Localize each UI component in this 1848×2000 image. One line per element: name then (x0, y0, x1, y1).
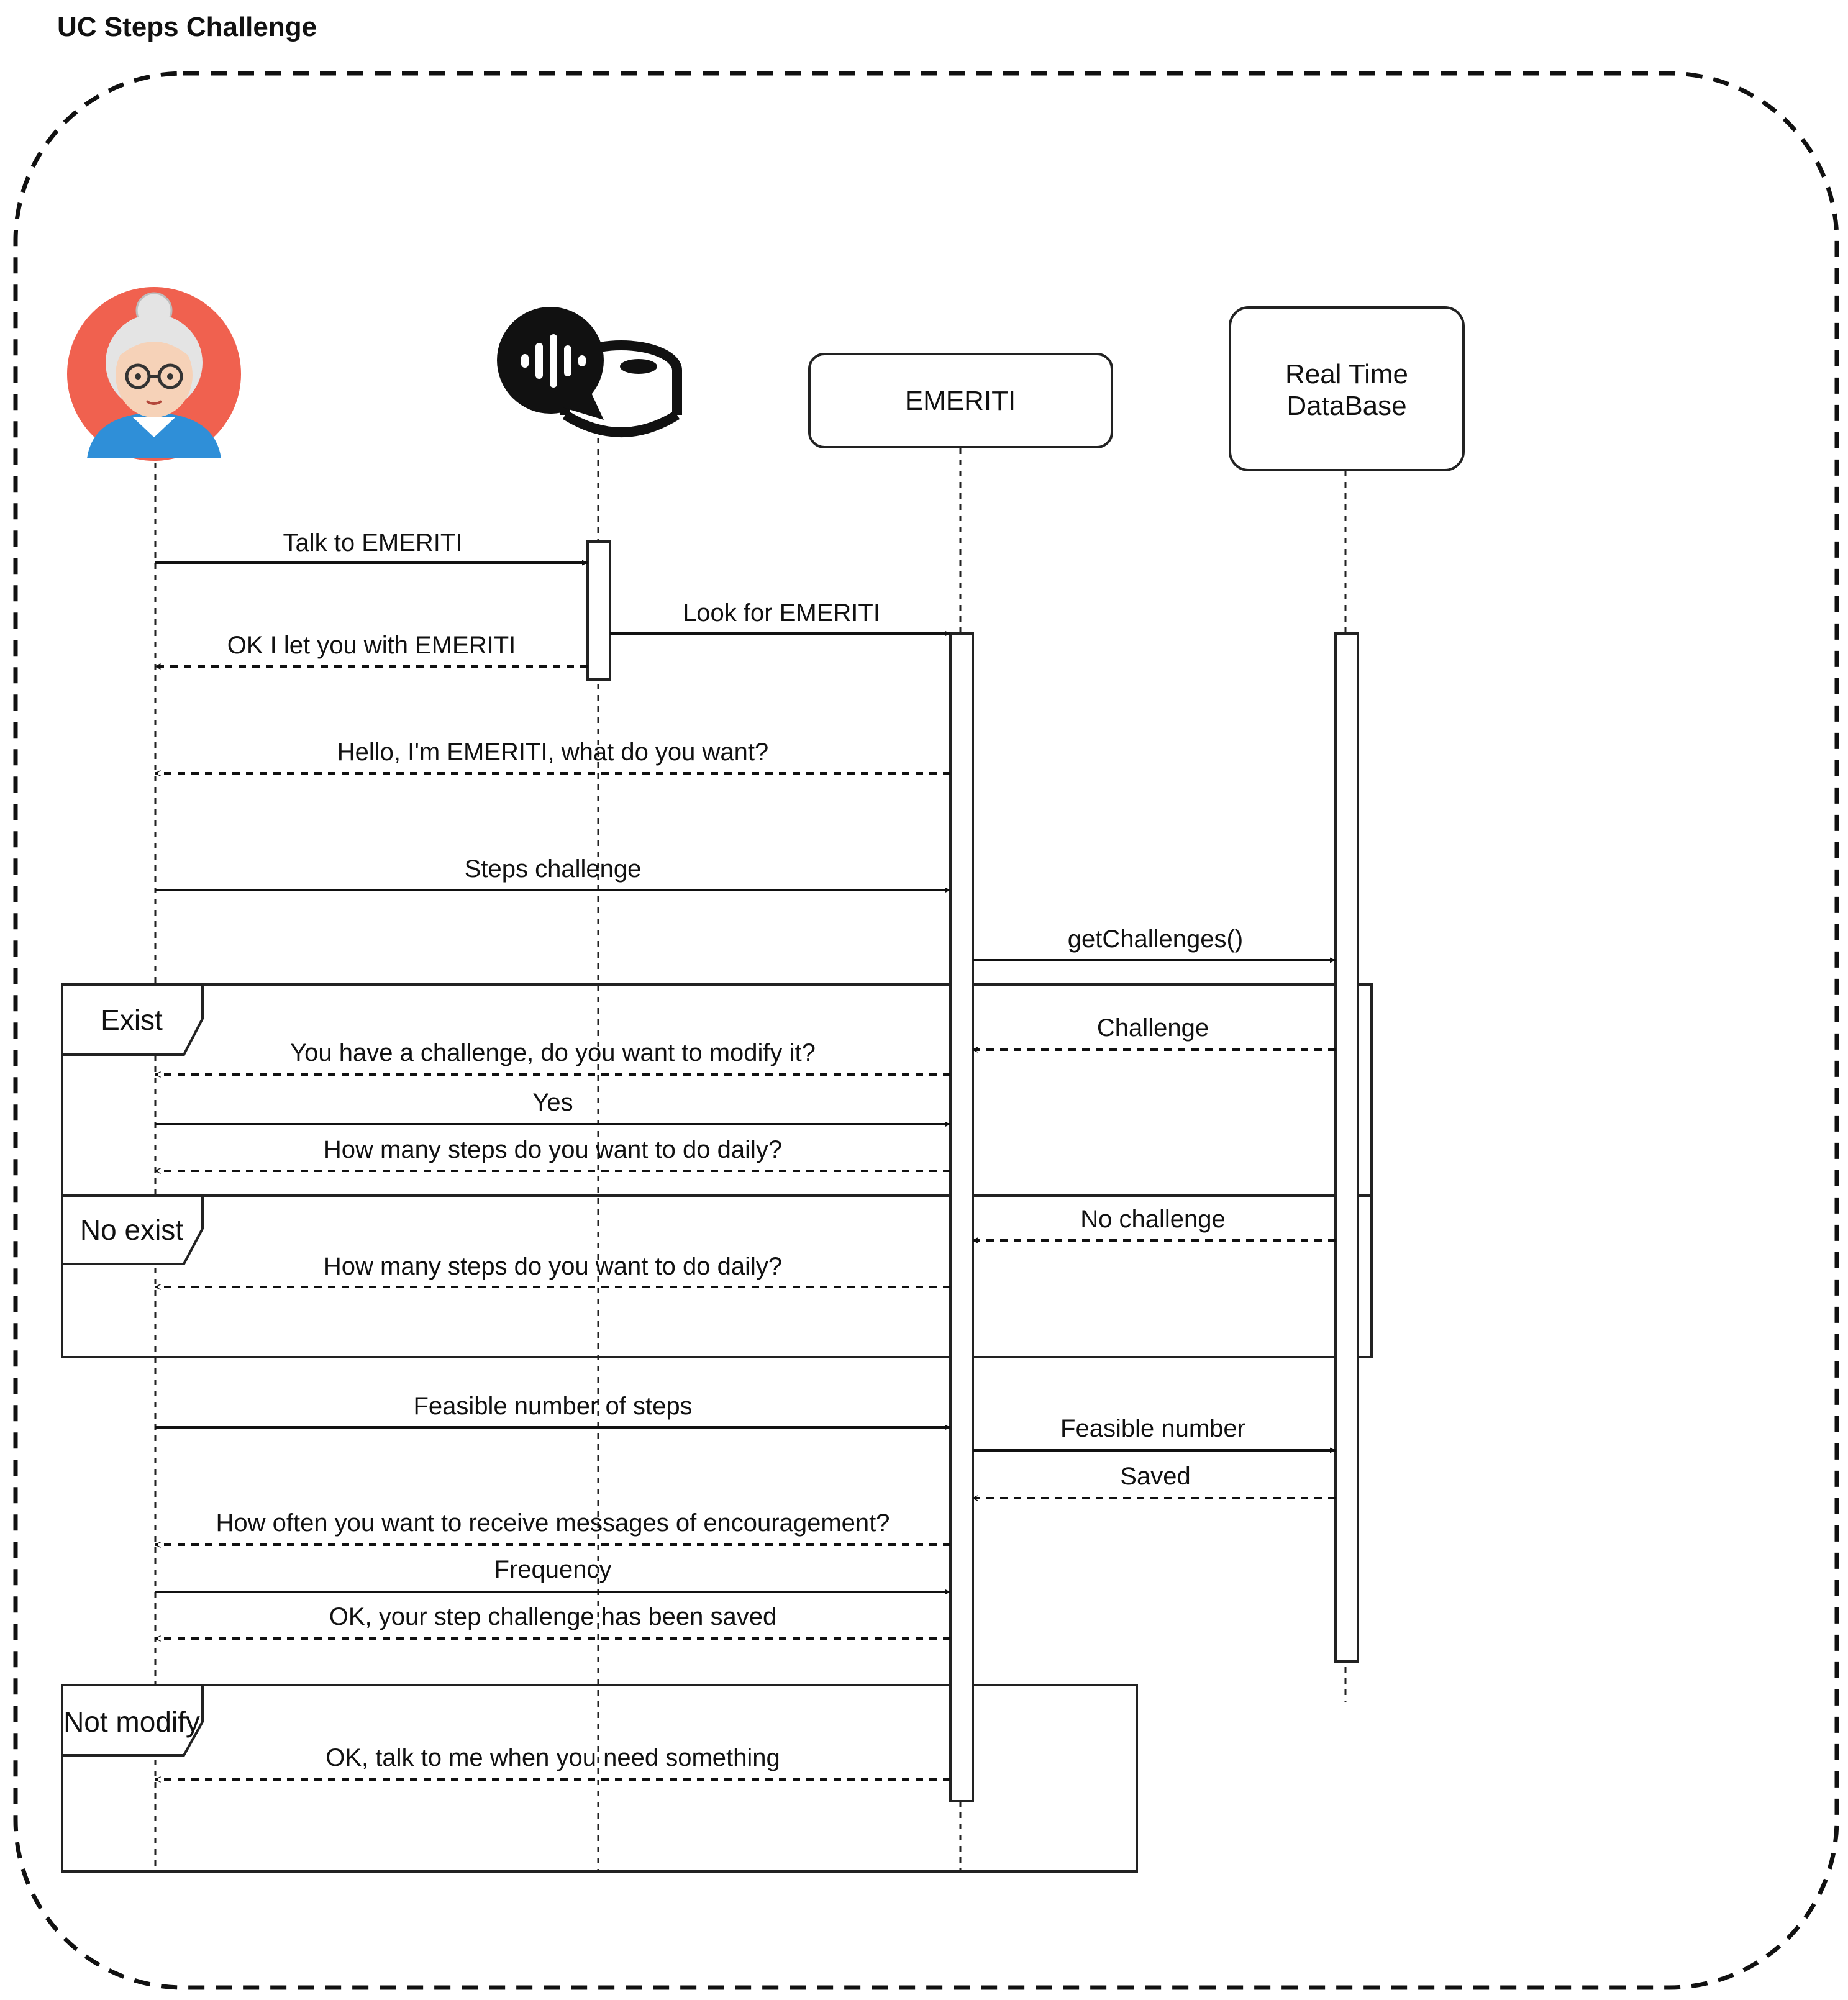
message-have-a-challenge: You have a challenge, do you want to mod… (155, 1039, 950, 1075)
message-frequency-label: Frequency (494, 1556, 612, 1583)
fragment-exist-label: Exist (101, 1004, 163, 1036)
message-get-challenges: getChallenges() (973, 925, 1336, 963)
message-yes: Yes (155, 1089, 950, 1127)
message-look-for-emeriti-label: Look for EMERITI (683, 599, 880, 627)
message-ok-let-you-with-emeriti-label: OK I let you with EMERITI (227, 632, 516, 659)
message-steps-challenge: Steps challenge (155, 855, 950, 893)
message-challenge-saved: OK, your step challenge has been saved (155, 1603, 950, 1639)
elderly-woman-icon (67, 287, 241, 461)
message-challenge-saved-label: OK, your step challenge has been saved (329, 1603, 776, 1630)
message-talk-when-needed-label: OK, talk to me when you need something (325, 1744, 780, 1771)
message-feasible-number: Feasible number (973, 1415, 1336, 1453)
message-how-often-encouragement-label: How often you want to receive messages o… (216, 1509, 890, 1537)
message-yes-label: Yes (532, 1089, 573, 1116)
fragment-not-modify: Not modify (61, 1684, 1138, 1873)
message-steps-challenge-label: Steps challenge (465, 855, 642, 883)
message-talk-when-needed: OK, talk to me when you need something (155, 1744, 950, 1780)
message-saved: Saved (973, 1463, 1336, 1498)
message-saved-label: Saved (1120, 1463, 1190, 1490)
message-feasible-number-of-steps-label: Feasible number of steps (413, 1393, 692, 1420)
fragment-exist: Exist (61, 983, 1373, 1197)
activation-voice-assistant (586, 540, 611, 681)
message-have-a-challenge-label: You have a challenge, do you want to mod… (290, 1039, 816, 1066)
participant-emeriti-label: EMERITI (905, 386, 1016, 416)
message-look-for-emeriti: Look for EMERITI (610, 599, 950, 637)
message-hello-emeriti-label: Hello, I'm EMERITI, what do you want? (337, 739, 769, 766)
message-feasible-number-label: Feasible number (1060, 1415, 1245, 1442)
message-talk-to-emeriti-label: Talk to EMERITI (283, 529, 463, 557)
message-how-often-encouragement: How often you want to receive messages o… (155, 1509, 950, 1545)
message-how-many-steps-exist-label: How many steps do you want to do daily? (324, 1136, 782, 1163)
participant-database: Real Time DataBase (1229, 306, 1465, 471)
fragment-no-exist: No exist (61, 1194, 1373, 1358)
voice-assistant-speaker-icon (497, 307, 682, 437)
fragment-no-exist-label: No exist (80, 1214, 183, 1246)
message-challenge-label: Challenge (1097, 1014, 1209, 1042)
participant-database-label-line2: DataBase (1286, 391, 1406, 421)
message-hello-emeriti: Hello, I'm EMERITI, what do you want? (155, 739, 950, 773)
message-challenge: Challenge (973, 1014, 1336, 1050)
participant-emeriti: EMERITI (808, 353, 1113, 448)
message-how-many-steps-exist: How many steps do you want to do daily? (155, 1136, 950, 1171)
message-frequency: Frequency (155, 1556, 950, 1595)
use-case-boundary (13, 71, 1839, 1990)
message-talk-to-emeriti: Talk to EMERITI (155, 529, 588, 566)
activation-database (1334, 632, 1359, 1663)
diagram-title: UC Steps Challenge (57, 12, 317, 42)
message-no-challenge: No challenge (973, 1206, 1336, 1240)
participant-database-label-line1: Real Time (1285, 359, 1408, 389)
activation-emeriti (949, 632, 974, 1802)
message-get-challenges-label: getChallenges() (1068, 925, 1243, 953)
message-ok-let-you-with-emeriti: OK I let you with EMERITI (155, 632, 588, 666)
fragment-not-modify-label: Not modify (63, 1706, 200, 1738)
message-how-many-steps-no-exist: How many steps do you want to do daily? (155, 1253, 950, 1287)
message-no-challenge-label: No challenge (1080, 1206, 1226, 1233)
message-feasible-number-of-steps: Feasible number of steps (155, 1393, 950, 1430)
message-how-many-steps-no-exist-label: How many steps do you want to do daily? (324, 1253, 782, 1280)
